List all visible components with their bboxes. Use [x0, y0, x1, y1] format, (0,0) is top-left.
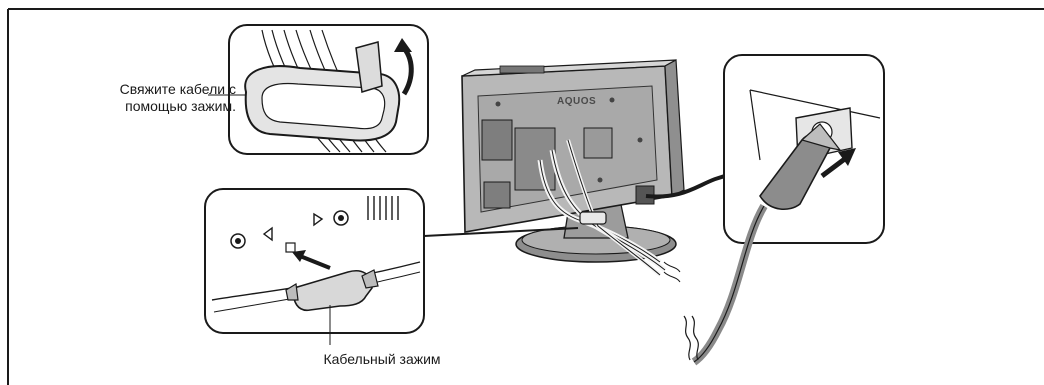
screw-hole-icon: [334, 211, 348, 225]
cable-clamp-label: Кабельный зажим: [312, 351, 452, 368]
screw-hole-icon: [231, 234, 245, 248]
tie-cables-label: Свяжите кабели с помощью зажим.: [60, 81, 236, 115]
tv-brand-logo: AQUOS: [557, 96, 596, 107]
cable-clamp-icon: [580, 212, 606, 224]
tie-cables-label-line2: помощью зажим.: [60, 98, 236, 115]
inset-cable-tie: [229, 25, 428, 154]
tv-rear-view: AQUOS: [462, 60, 730, 275]
tie-cables-label-line1: Свяжите кабели с: [60, 81, 236, 98]
inset-clamp-install: [205, 189, 424, 345]
inset-power-plug: [724, 55, 884, 243]
